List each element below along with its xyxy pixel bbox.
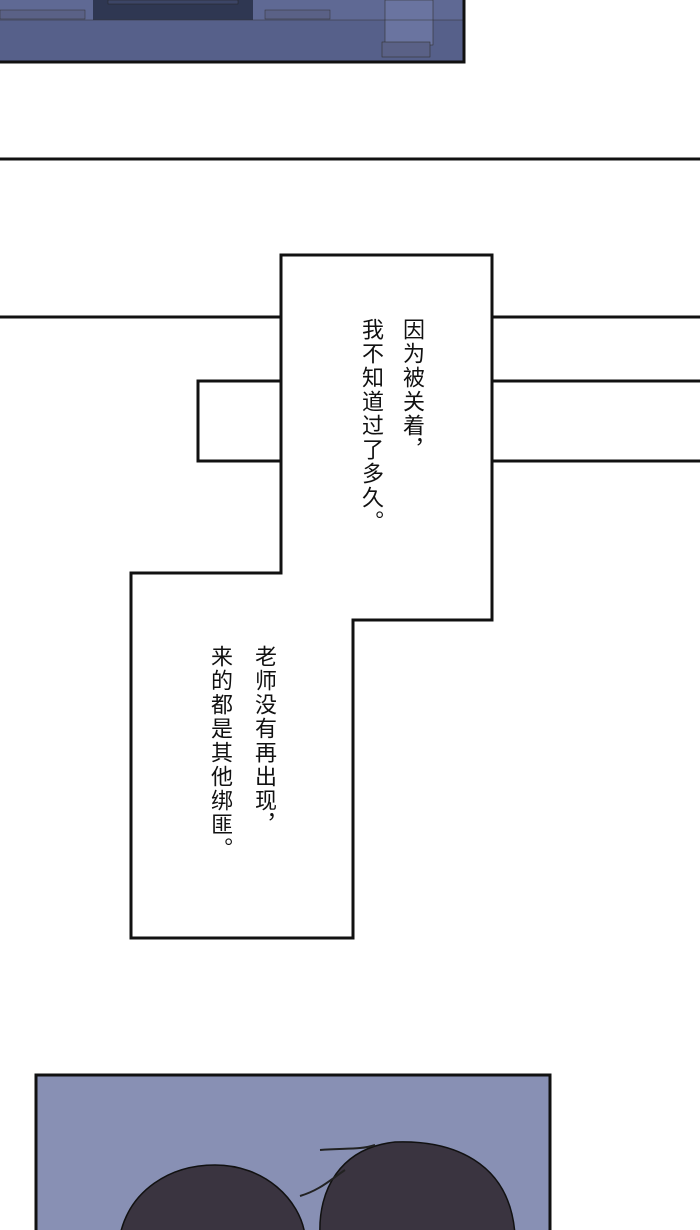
narration-line: 因为被关着， [399,318,424,462]
narration-box-outline [129,253,494,940]
narration-line: 我不知道过了多久。 [358,318,383,534]
bottom-panel-characters [34,1073,552,1230]
top-panel-hallway [0,0,466,64]
narration-line: 来的都是其他绑匪。 [207,645,232,861]
narration-line: 老师没有再出现， [251,645,276,837]
